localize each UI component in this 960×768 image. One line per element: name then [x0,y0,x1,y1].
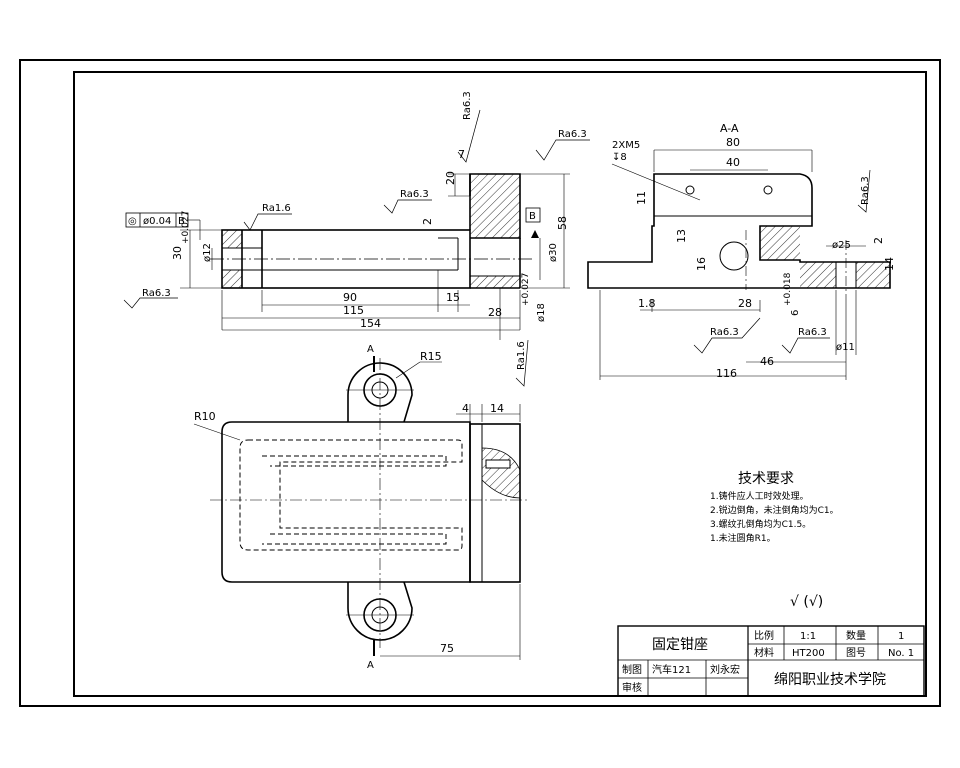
top-view-labels: A A R15 R10 4 14 75 [193,344,521,671]
dim-7: 7 [458,148,465,161]
ra-bore: Ra1.6 [262,203,291,214]
ra-bottom: Ra1.6 [516,341,527,370]
dim-46: 46 [760,355,774,368]
section-mark-bottom: A [367,660,374,671]
radius-r15: R15 [420,350,442,363]
qty-label: 数量 [846,629,866,642]
geometric-tolerance-frame: ◎ ø0.04 B B [125,207,541,240]
dim-2-section: 2 [872,237,885,244]
title-block [617,625,925,697]
tech-req-item: 1.铸件应人工时效处理。 [710,490,809,502]
material-value: HT200 [792,648,825,659]
material-label: 材料 [754,646,774,659]
coaxiality-symbol: ◎ [128,216,137,227]
ra-top: Ra6.3 [462,91,473,120]
tolerance-value: ø0.04 [143,216,171,227]
left-flange-hatch [222,230,242,248]
tech-req-item: 3.螺纹孔倒角均为C1.5。 [710,518,811,530]
dia-25: ø25 [832,240,851,251]
roughness-note: √ (√) [790,594,823,610]
dim-15: 15 [446,291,460,304]
radius-r10: R10 [194,410,216,423]
dim-14-top: 14 [490,402,504,415]
dim-11: 11 [635,191,648,205]
school-name: 绵阳职业技术学院 [774,671,886,688]
dim-75: 75 [440,642,454,655]
outer-frame [19,59,941,707]
ra-left: Ra6.3 [142,288,171,299]
dim-20: 20 [444,171,457,185]
check-label: 审核 [622,681,642,694]
dia-18-tol: +0.027 [521,273,531,306]
dim-28: 28 [488,306,502,319]
dim-4: 4 [462,402,469,415]
drawing-no-label: 图号 [846,647,866,659]
tol-6: 6 [790,310,801,316]
inner-frame [73,71,927,697]
dim-116: 116 [716,367,737,380]
qty-value: 1 [898,631,904,642]
section-title: A-A [720,122,739,135]
ra-right: Ra6.3 [558,129,587,140]
dim-80: 80 [726,136,740,149]
ra-section-a: Ra6.3 [710,327,739,338]
section-view-labels: A-A 2XM5 ↧8 80 40 11 13 16 1.8 28 46 116… [599,122,896,380]
datum-ref: B [178,216,185,227]
tech-requirements: 技术要求 1.铸件应人工时效处理。 2.锐边倒角，未注倒角均为C1。 3.螺纹孔… [710,471,839,610]
dim-30: 30 [171,246,184,260]
dim-115: 115 [343,304,364,317]
drawn-name: 刘永宏 [710,663,740,676]
dim-28-section: 28 [738,297,752,310]
dim-2: 2 [421,218,434,225]
section-view [587,173,891,300]
tech-req-item: 1.未注圆角R1。 [710,532,776,544]
section-bore-arc [719,241,749,271]
dia-30: ø30 [548,243,559,262]
title-block-text: 固定钳座 比例 1:1 数量 1 材料 HT200 图号 No. 1 制图 汽车… [622,629,914,694]
dim-13: 13 [675,229,688,243]
ra-mid: Ra6.3 [400,189,429,200]
dia-11: ø11 [836,342,855,353]
ra-section-right: Ra6.3 [860,176,871,205]
datum-box-label: B [529,211,536,222]
dia-18: ø18 [536,303,547,322]
drawing-no-value: No. 1 [888,648,914,659]
tol-6-up: +0.018 [783,272,793,306]
drawn-class: 汽车121 [652,663,691,676]
section-hatch-1 [760,226,800,260]
part-name: 固定钳座 [652,637,708,653]
dim-16: 16 [695,257,708,271]
dia-12: ø12 [202,243,213,262]
dim-1-8: 1.8 [638,297,656,310]
drawn-label: 制图 [622,663,642,676]
right-block-hatch [470,174,520,238]
section-mark-top: A [367,344,374,355]
dim-90: 90 [343,291,357,304]
thread-spec: 2XM5 [612,140,640,151]
tech-req-item: 2.锐边倒角，未注倒角均为C1。 [710,504,839,516]
ra-section-b: Ra6.3 [798,327,827,338]
top-view [210,358,530,648]
dim-14-section: 14 [883,257,896,271]
scale-value: 1:1 [800,631,816,642]
tech-req-title: 技术要求 [738,471,794,487]
roughness-symbols-front: Ra6.3 Ra6.3 Ra6.3 Ra1.6 Ra6.3 Ra1.6 [123,91,590,387]
dim-154: 154 [360,317,381,330]
scale-label: 比例 [754,629,774,642]
dim-58: 58 [556,216,569,230]
thread-depth: ↧8 [612,152,627,163]
front-view [180,173,570,340]
dim-40: 40 [726,156,740,169]
